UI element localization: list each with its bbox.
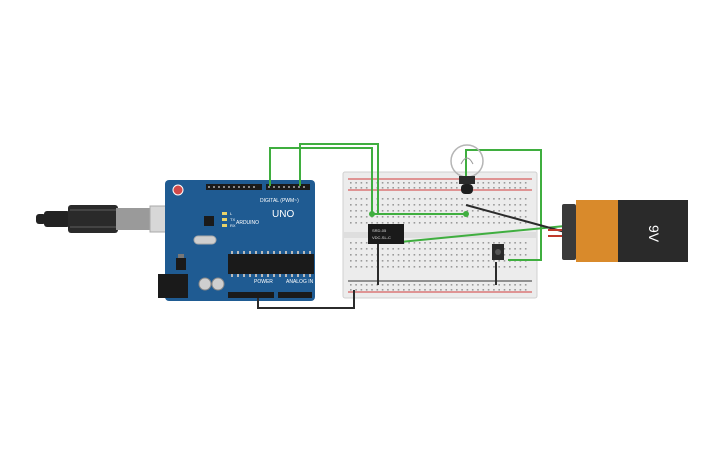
arduino-uno-board[interactable]: DIGITAL (PWM~) ARDUINO UNO L TX RX POWER… bbox=[158, 180, 315, 301]
wires bbox=[257, 143, 568, 309]
board-model: UNO bbox=[272, 209, 294, 220]
breadboard-holes bbox=[350, 182, 527, 291]
wire-green-4 bbox=[399, 225, 566, 243]
battery-icon[interactable]: 9V bbox=[562, 200, 688, 262]
wire-dark-1 bbox=[257, 290, 355, 309]
led-label-rx: RX bbox=[230, 223, 236, 228]
wire-dark-3 bbox=[465, 204, 566, 233]
battery-voltage-label: 9V bbox=[646, 225, 662, 243]
analog-label: ANALOG IN bbox=[286, 279, 314, 285]
relay-icon[interactable]: SRD-05 VDC-SL-C bbox=[368, 224, 404, 244]
led-label-tx: TX bbox=[230, 217, 235, 222]
relay-text-line1: SRD-05 bbox=[372, 228, 387, 233]
wire-green-1 bbox=[269, 147, 373, 214]
relay-text-line2: VDC-SL-C bbox=[372, 235, 391, 240]
push-button-icon[interactable] bbox=[492, 244, 504, 260]
wire-green-2 bbox=[299, 143, 379, 214]
breadboard[interactable] bbox=[342, 171, 538, 299]
reset-button[interactable] bbox=[172, 184, 184, 196]
digital-label: DIGITAL (PWM~) bbox=[260, 198, 299, 204]
board-brand: ARDUINO bbox=[236, 220, 259, 226]
wire-green-5 bbox=[465, 149, 542, 261]
usb-cable-icon[interactable] bbox=[36, 205, 185, 233]
light-bulb-icon[interactable] bbox=[450, 144, 484, 194]
power-label: POWER bbox=[254, 279, 273, 285]
led-label-l: L bbox=[230, 211, 233, 216]
